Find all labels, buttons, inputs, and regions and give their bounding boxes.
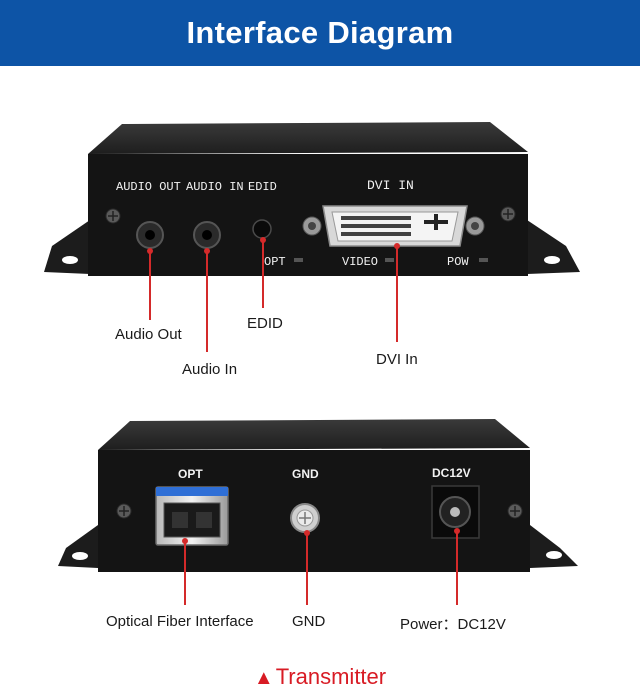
audio-in-jack bbox=[193, 221, 221, 249]
audio-out-jack bbox=[136, 221, 164, 249]
video-led-icon bbox=[385, 258, 394, 262]
top-left-flange bbox=[44, 220, 90, 274]
callout-audio-out: Audio Out bbox=[115, 326, 182, 343]
bottom-right-flange bbox=[530, 525, 578, 568]
top-callout-lines bbox=[149, 240, 398, 352]
top-case-lid bbox=[88, 122, 528, 154]
gnd-terminal bbox=[290, 503, 320, 533]
edid-button bbox=[252, 219, 272, 239]
label-opt-led: OPT bbox=[264, 255, 286, 269]
device-caption-label: Transmitter bbox=[275, 664, 387, 689]
sfp-module bbox=[155, 486, 229, 546]
screw-icon bbox=[500, 206, 516, 222]
callout-gnd: GND bbox=[292, 613, 326, 630]
label-opt-port: OPT bbox=[178, 467, 203, 481]
page-title: Interface Diagram bbox=[0, 0, 640, 66]
bottom-right-flange-hole bbox=[546, 551, 562, 559]
label-dvi-in: DVI IN bbox=[367, 178, 414, 193]
interface-diagram: AUDIO OUT AUDIO IN EDID DVI IN bbox=[44, 122, 580, 605]
label-gnd-port: GND bbox=[292, 467, 319, 481]
callout-dvi-in: DVI In bbox=[376, 351, 418, 368]
callout-edid: EDID bbox=[247, 315, 283, 332]
label-audio-in: AUDIO IN bbox=[186, 180, 244, 194]
label-edid: EDID bbox=[248, 180, 277, 194]
bottom-callout-dots bbox=[182, 528, 460, 544]
bottom-device: OPT GND DC12V bbox=[58, 419, 578, 605]
callout-power: Power：DC12V bbox=[400, 616, 506, 633]
top-callout-dots bbox=[147, 237, 400, 254]
label-video-led: VIDEO bbox=[342, 255, 378, 269]
bottom-left-flange-hole bbox=[72, 552, 88, 560]
top-device: AUDIO OUT AUDIO IN EDID DVI IN bbox=[44, 122, 580, 352]
opt-led-icon bbox=[294, 258, 303, 262]
device-caption: ▲Transmitter bbox=[0, 664, 640, 690]
dvi-pin-grid bbox=[341, 214, 448, 236]
top-right-flange bbox=[527, 220, 580, 274]
top-left-flange-hole bbox=[62, 256, 78, 264]
label-audio-out: AUDIO OUT bbox=[116, 180, 181, 194]
label-dc12v-port: DC12V bbox=[432, 466, 471, 480]
bottom-case-lid bbox=[98, 419, 530, 450]
screw-icon bbox=[105, 208, 121, 224]
dvi-port bbox=[302, 205, 485, 247]
screw-icon bbox=[507, 503, 523, 519]
callout-audio-in: Audio In bbox=[182, 361, 238, 378]
callout-optical-fiber-interface: Optical Fiber Interface bbox=[106, 613, 254, 630]
triangle-icon: ▲ bbox=[253, 667, 274, 689]
bottom-callout-lines bbox=[184, 531, 458, 605]
label-pow-led: POW bbox=[447, 255, 469, 269]
pow-led-icon bbox=[479, 258, 488, 262]
bottom-left-flange bbox=[58, 525, 98, 568]
screw-icon bbox=[116, 503, 132, 519]
top-right-flange-hole bbox=[544, 256, 560, 264]
